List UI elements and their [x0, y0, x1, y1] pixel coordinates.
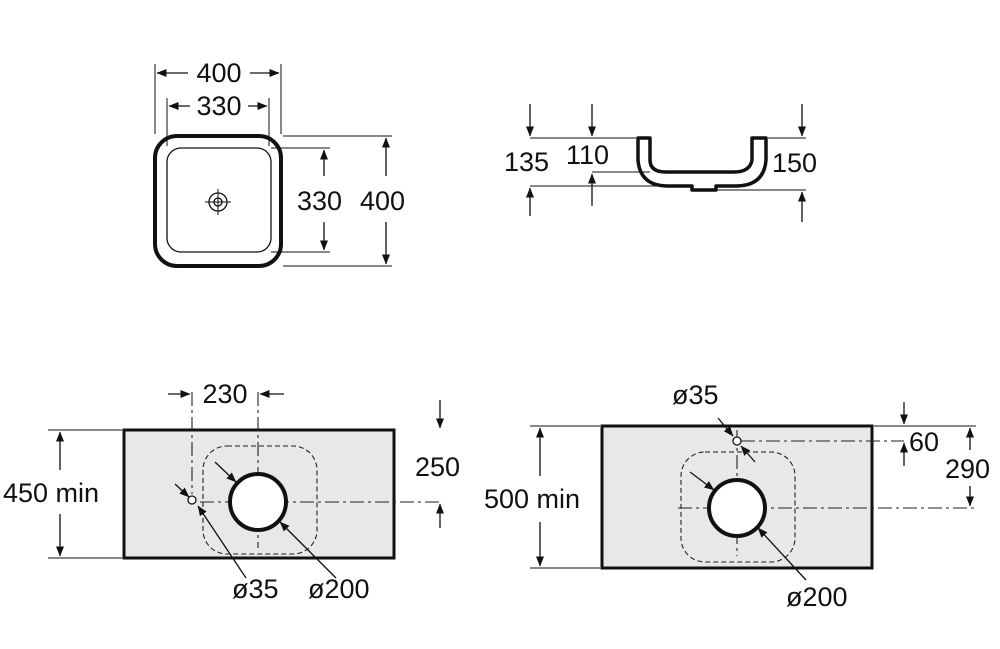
dim-outer-depth-label: 400	[360, 186, 405, 216]
bowl-hole-label-left: ø200	[308, 574, 370, 604]
tap-hole-left	[187, 495, 197, 505]
dim-tap-offset-label-left: 230	[202, 379, 247, 409]
dim-total-height-label: 135	[504, 147, 549, 177]
basin-footprint-left	[202, 445, 318, 555]
tap-hole-label-left: ø35	[232, 574, 279, 604]
basin-profile	[636, 136, 768, 192]
tap-hole-label-right: ø35	[672, 380, 719, 410]
install-left: 230 450 min 250 ø35 ø200	[3, 379, 460, 604]
basin-outline	[153, 134, 283, 268]
dim-inner-depth-label: 110	[566, 140, 609, 170]
dim-tap-offset-label-right: 60	[909, 427, 939, 457]
dim-overall-height-label: 150	[772, 148, 817, 178]
basin-inner-bowl	[166, 147, 272, 253]
basin-footprint-right	[680, 451, 796, 563]
install-right: ø35 500 min 60 290 ø200	[484, 380, 990, 612]
dim-inner-width-label: 330	[196, 91, 241, 121]
bowl-hole-right	[707, 478, 767, 538]
dim-min-depth-label-left: 450 min	[3, 478, 99, 508]
bowl-hole-label-right: ø200	[786, 582, 848, 612]
bowl-hole-left	[228, 472, 288, 532]
dim-center-offset-label-right: 290	[945, 454, 990, 484]
dim-inner-depth-label: 330	[297, 186, 342, 216]
dim-center-offset-label-left: 250	[415, 452, 460, 482]
drain-icon	[205, 189, 231, 215]
dim-min-depth-label-right: 500 min	[484, 484, 580, 514]
tap-hole-right	[732, 436, 742, 446]
dim-outer-width-label: 400	[196, 58, 241, 88]
top-view: 400 330 330 400	[153, 58, 405, 268]
side-view: 135 110 150	[504, 104, 817, 222]
